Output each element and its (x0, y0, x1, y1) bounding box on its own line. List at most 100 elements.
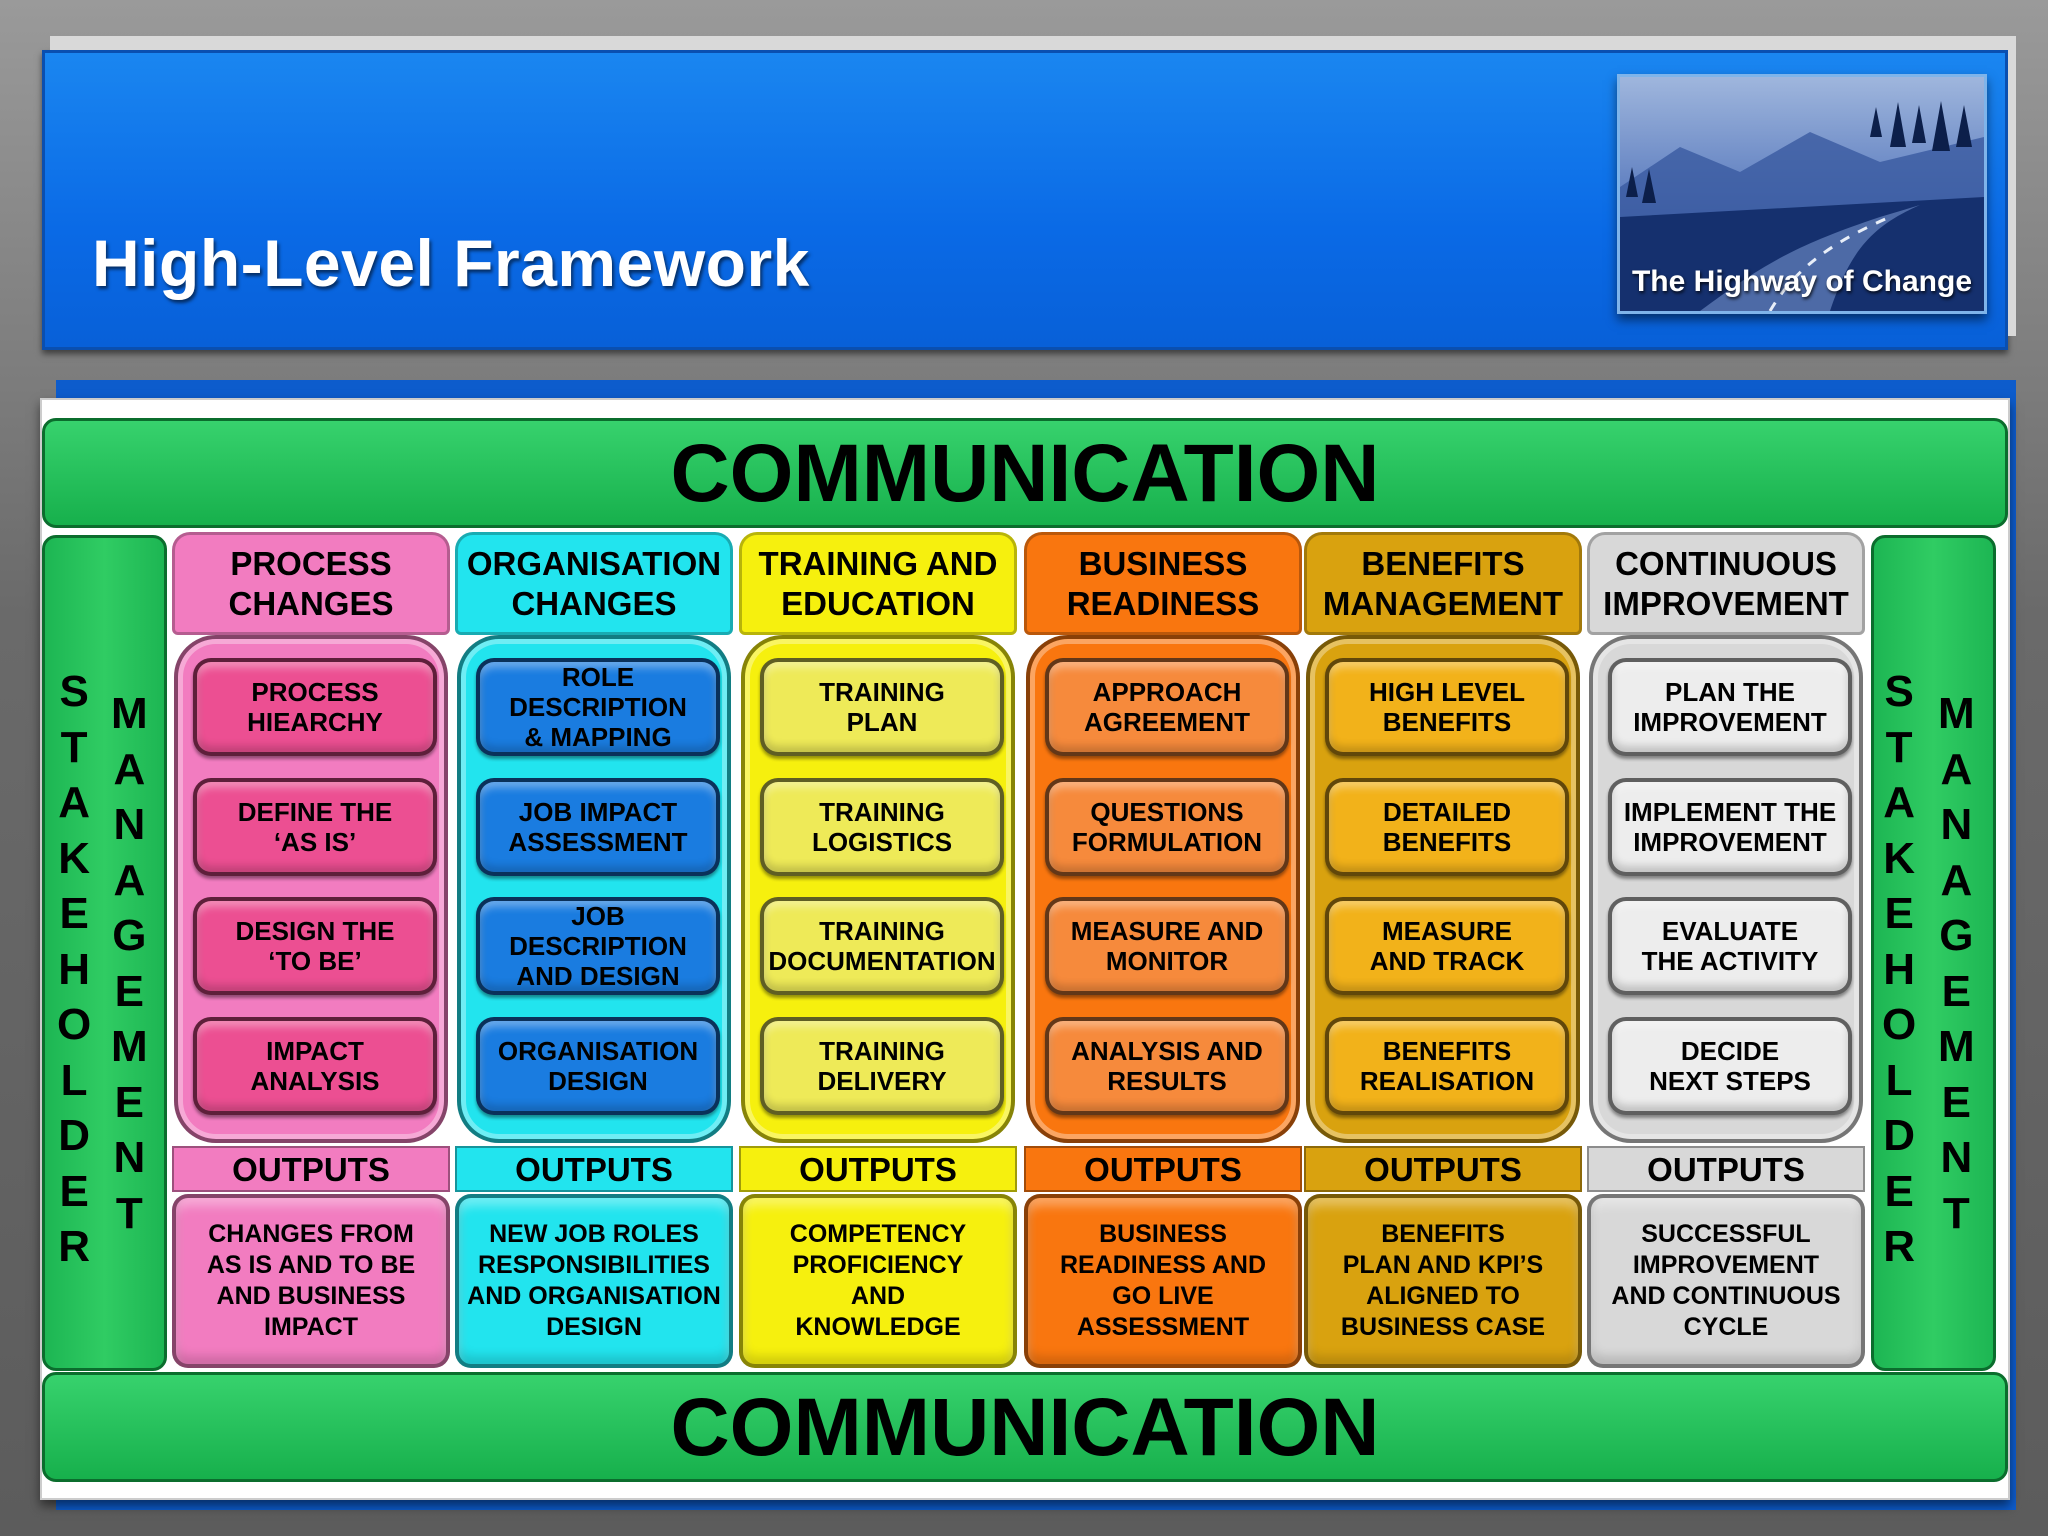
text-line: BENEFITS (1382, 827, 1512, 857)
text-line: CHANGES FROM (208, 1220, 414, 1248)
letter: S (1884, 667, 1914, 716)
letter: E (114, 966, 144, 1016)
text-line: CONTINUOUS (1615, 544, 1837, 582)
text-line: ROLE (561, 662, 635, 692)
letter: N (113, 800, 146, 849)
text-line: BENEFITS (1361, 544, 1525, 582)
road-image-icon (1620, 77, 1984, 311)
text-line: DESIGN THE (235, 916, 395, 946)
letter: A (1883, 778, 1915, 827)
text-line: AND CONTINUOUS (1611, 1282, 1841, 1310)
text-line: AS IS AND TO BE (206, 1251, 416, 1279)
letter: R (1883, 1222, 1915, 1271)
text-line: JOB DESCRIPTION (509, 901, 687, 961)
text-line: ANALYSIS AND (1071, 1036, 1263, 1066)
text-line: DESCRIPTION (509, 692, 687, 722)
letter: H (1883, 944, 1915, 994)
text-line: RESULTS (1107, 1066, 1227, 1096)
text-line: COMPETENCY (789, 1220, 967, 1248)
text-line: DOCUMENTATION (768, 946, 996, 976)
text-line: PLAN AND KPI’S (1342, 1251, 1544, 1279)
text-line: READINESS AND (1059, 1251, 1267, 1279)
text-line: TRAINING (819, 916, 945, 946)
text-line: ANALYSIS (250, 1066, 380, 1096)
outputs-label: OUTPUTS (455, 1146, 733, 1192)
outputs-label: OUTPUTS (1587, 1146, 1865, 1192)
text-line: DELIVERY (817, 1066, 947, 1096)
text-line: DECIDE (1680, 1036, 1780, 1066)
letter: G (1939, 911, 1974, 960)
text-line: QUESTIONS (1090, 797, 1244, 827)
text-line: DEFINE THE (237, 797, 393, 827)
letter: O (57, 1000, 92, 1049)
letter: K (1883, 833, 1915, 883)
text-line: PROCESS (230, 544, 392, 582)
letter: M (1938, 689, 1975, 738)
activity-card: DESIGN THE‘TO BE’ (193, 897, 437, 995)
text-line: ALIGNED TO (1366, 1282, 1520, 1310)
text-line: AND ORGANISATION (467, 1282, 721, 1310)
letter: K (58, 833, 90, 883)
text-line: DESIGN (548, 1066, 648, 1096)
text-line: JOB IMPACT (518, 797, 678, 827)
letter: M (111, 1022, 148, 1071)
text-line: TRAINING (819, 677, 945, 707)
text-line: ASSESSMENT (508, 827, 688, 857)
letter: M (111, 689, 148, 738)
letter: N (1940, 800, 1973, 849)
text-line: BUSINESS (1099, 1220, 1227, 1248)
text-line: ASSESSMENT (1076, 1313, 1250, 1341)
outputs-label: OUTPUTS (172, 1146, 450, 1192)
letter: H (58, 944, 90, 994)
outputs-label: OUTPUTS (1304, 1146, 1582, 1192)
text-line: MEASURE (1381, 916, 1512, 946)
letter: T (115, 1188, 143, 1238)
letter: N (113, 1133, 146, 1182)
activity-card: DEFINE THE‘AS IS’ (193, 778, 437, 876)
letter: T (1942, 1188, 1970, 1238)
text-line: NEXT STEPS (1649, 1066, 1811, 1096)
text-line: CYCLE (1683, 1313, 1769, 1341)
communication-banner-top: COMMUNICATION (42, 418, 2008, 528)
letter: A (113, 855, 146, 905)
letter: E (114, 1077, 144, 1127)
text-line: NEW JOB ROLES (489, 1220, 699, 1248)
text-line: IMPACT (266, 1036, 364, 1066)
text-line: REALISATION (1359, 1066, 1535, 1096)
text-line: LOGISTICS (811, 827, 953, 857)
text-line: GO LIVE (1112, 1282, 1214, 1310)
text-line: TRAINING (819, 797, 945, 827)
letter: T (1885, 722, 1913, 772)
text-line: HIGH LEVEL (1368, 677, 1525, 707)
outputs-label: OUTPUTS (1024, 1146, 1302, 1192)
letter: A (58, 778, 90, 827)
outputs-label: OUTPUTS (739, 1146, 1017, 1192)
text-line: PROFICIENCY (792, 1251, 964, 1279)
text-line: BUSINESS (1078, 544, 1248, 582)
text-line: MONITOR (1105, 946, 1229, 976)
text-line: ‘TO BE’ (268, 946, 362, 976)
text-line: EVALUATE (1661, 916, 1799, 946)
